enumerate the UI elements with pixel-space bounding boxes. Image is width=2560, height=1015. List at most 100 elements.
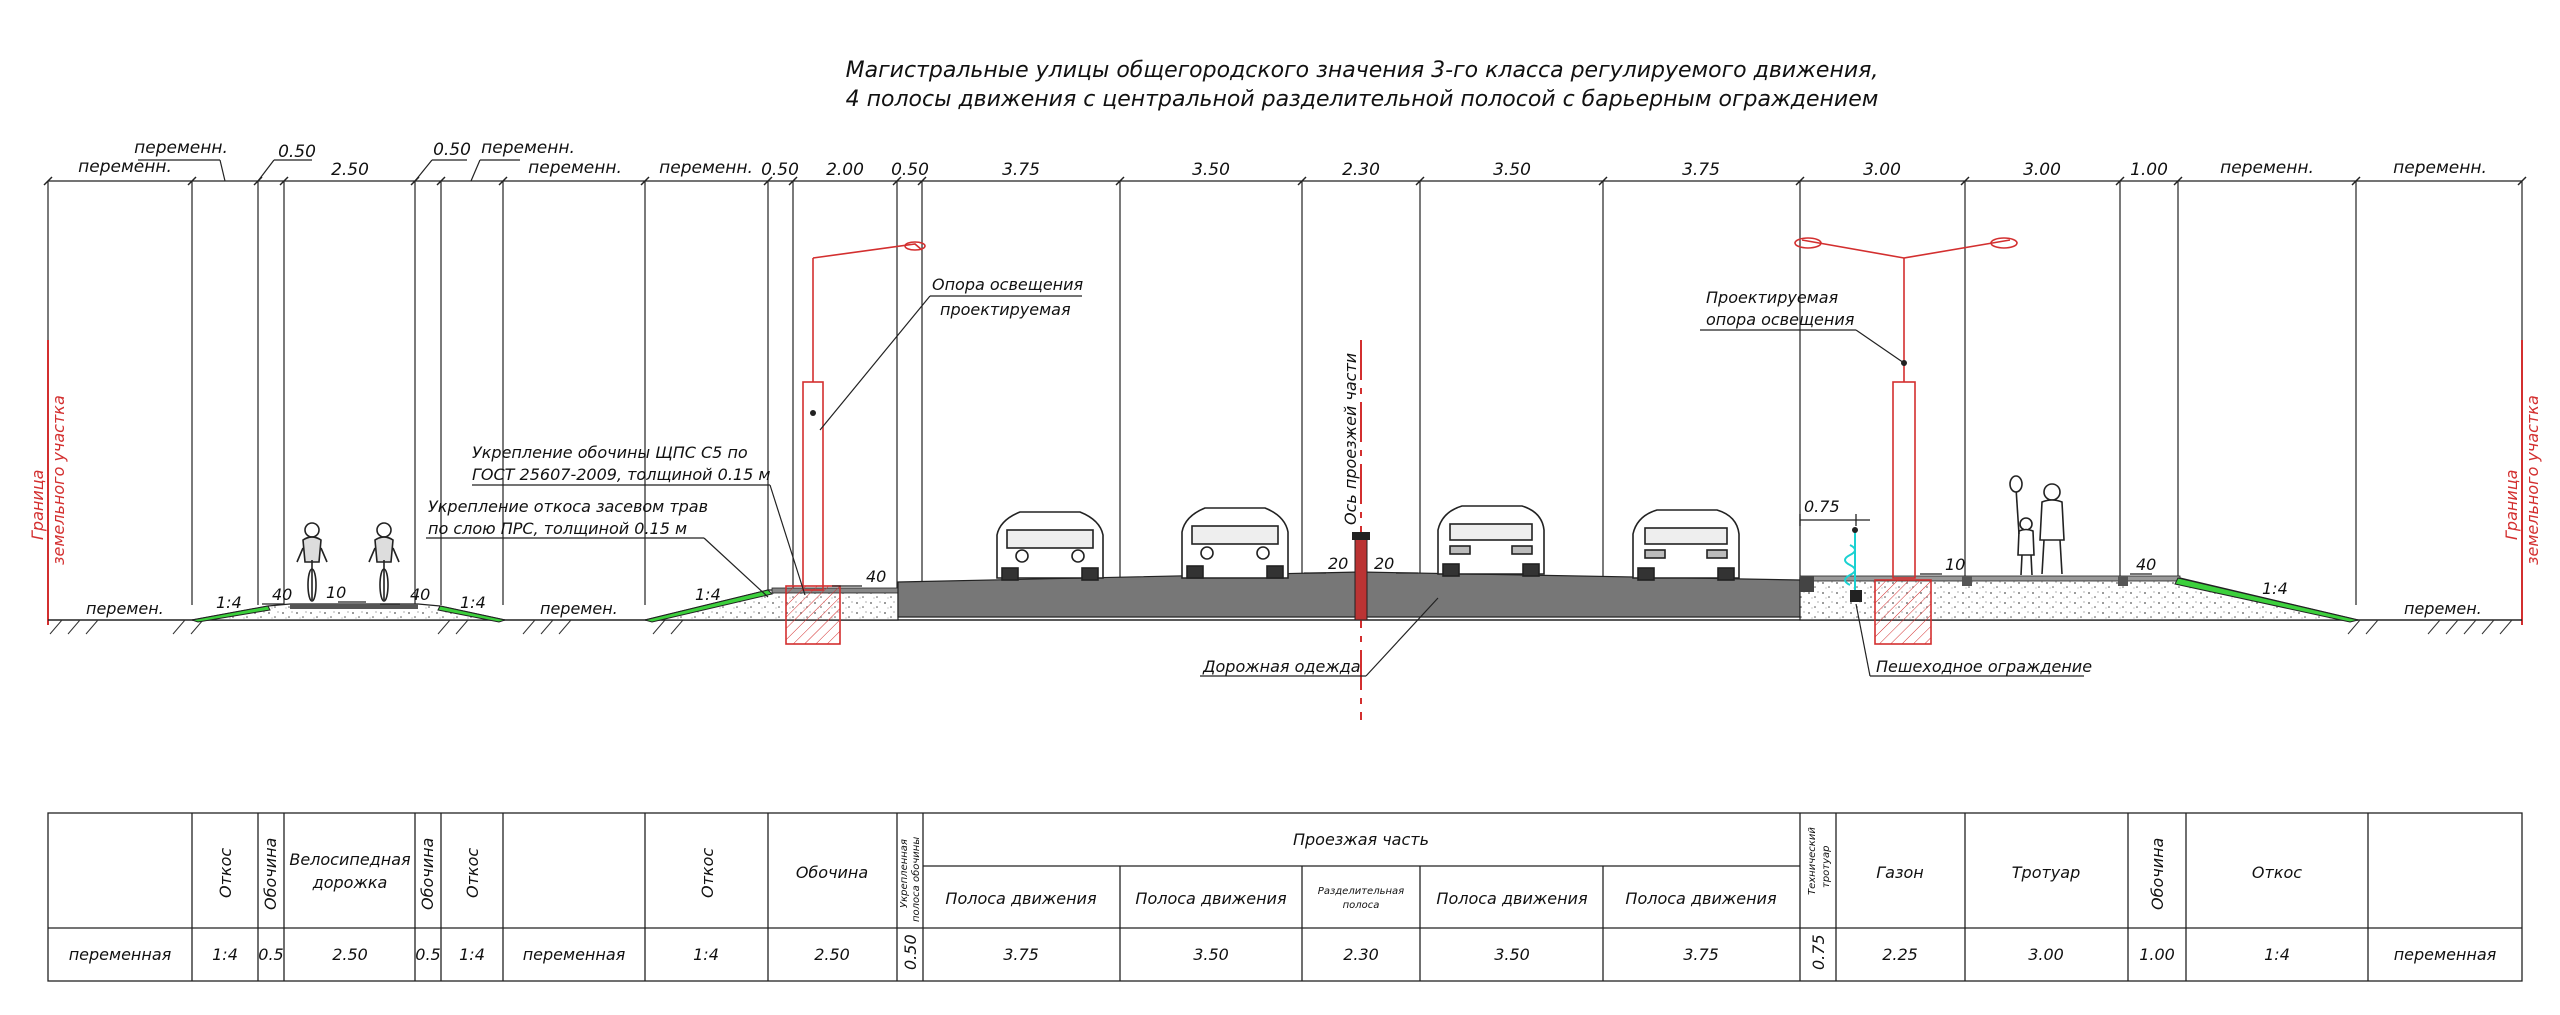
slope-arrows (262, 514, 2152, 605)
tv-2: 0.5 (258, 945, 283, 964)
dim-300-a: 3.00 (1863, 160, 1901, 180)
table-values: переменная 1:4 0.5 2.50 0.5 1:4 переменн… (69, 934, 2497, 970)
tv-3: 2.50 (332, 945, 368, 964)
dim-350-lane-3: 3.50 (1493, 160, 1531, 180)
tv-7: 1:4 (693, 945, 719, 964)
slope-labels: 1:4 1:4 1:4 1:4 40 10 40 40 20 20 10 40 … (86, 497, 2482, 618)
car-icon-2 (1181, 507, 1289, 579)
bike-path-embankment (191, 603, 507, 623)
dimension-labels: переменн. переменн. 0.50 2.50 0.50 перем… (78, 138, 2487, 180)
slope-2: 1:4 (460, 593, 486, 612)
th-otkos-3: Откос (698, 848, 717, 898)
dim-230-divider: 2.30 (1342, 160, 1380, 180)
tv-5: 1:4 (459, 945, 485, 964)
car-icon-4 (1632, 509, 1740, 581)
th-lane-3: Полоса движения (1436, 889, 1588, 908)
dim-250-bike: 2.50 (331, 160, 369, 180)
th-ukrep-2: полоса обочины (910, 837, 922, 922)
dim-350-lane-2: 3.50 (1192, 160, 1230, 180)
car-icon-1 (996, 511, 1104, 581)
th-gazon: Газон (1876, 863, 1923, 882)
right-sidewalk-embankment (1799, 575, 2359, 623)
dim-300-b: 3.00 (2023, 160, 2061, 180)
dim-375-lane-4: 3.75 (1682, 160, 1720, 180)
light-right-label-2: опора освещения (1706, 310, 1855, 329)
axis-label: Ось проезжей части (1341, 353, 1360, 525)
pct-40-d: 40 (2136, 555, 2156, 574)
tv-19: 1:4 (2264, 945, 2290, 964)
tv-9: 0.50 (901, 934, 920, 970)
th-lane-1: Полоса движения (945, 889, 1097, 908)
slope-protection-label-1: Укрепление откоса засевом трав (428, 497, 708, 516)
boundary-right-line-1: Граница (2502, 470, 2521, 540)
th-trotuar: Тротуар (2012, 863, 2080, 882)
pct-40-a: 40 (272, 585, 292, 604)
dim-perem-2: переменн. (528, 158, 622, 178)
pedestrian-icon-adult (2039, 483, 2065, 575)
th-otkos-4: Откос (2252, 863, 2302, 882)
dim-100: 1.00 (2130, 160, 2168, 180)
light-pole-left (785, 241, 926, 645)
tv-13: 3.50 (1494, 945, 1530, 964)
dim-050-b: 0.50 (433, 140, 471, 160)
tv-12: 2.30 (1343, 945, 1379, 964)
tv-8: 2.50 (814, 945, 850, 964)
table-headers: Откос Обочина Велосипедная дорожка Обочи… (216, 827, 2302, 922)
road-axis: Ось проезжей части (1341, 340, 1370, 720)
boundary-left-line-2: земельного участка (49, 395, 68, 565)
th-tech-1: Технический (1807, 827, 1818, 895)
peremen-right: перемен. (2404, 599, 2482, 618)
slope-1: 1:4 (216, 593, 242, 612)
pct-40-b: 40 (410, 585, 430, 604)
shoulder-label-2: ГОСТ 25607-2009, толщиной 0.15 м (472, 465, 770, 484)
cyclist-icon-2 (368, 522, 400, 602)
peremen-left: перемен. (86, 599, 164, 618)
ground-hatching (49, 619, 2513, 635)
light-left-label-1: Опора освещения (932, 275, 1084, 294)
dim-075: 0.75 (1804, 497, 1840, 516)
th-road: Проезжая часть (1293, 830, 1429, 849)
fence-label: Пешеходное ограждение (1876, 657, 2092, 676)
tv-10: 3.75 (1003, 945, 1039, 964)
dim-left-perem-upper: переменн. (134, 138, 228, 158)
pct-20-a: 20 (1328, 554, 1348, 573)
tv-15: 0.75 (1809, 934, 1828, 970)
th-obochina-4: Обочина (2148, 838, 2167, 910)
dim-perem-3: переменн. (659, 158, 753, 178)
pedestrian-fence (1844, 527, 1862, 602)
boundary-left-line-1: Граница (28, 470, 47, 540)
light-pole-right (1794, 237, 2018, 645)
slope-protection-label-2: по слою ПРС, толщиной 0.15 м (428, 519, 687, 538)
th-velo-2: дорожка (312, 873, 388, 892)
dim-left-perem: переменн. (78, 157, 172, 177)
tv-20: переменная (2394, 945, 2497, 964)
th-obochina-3: Обочина (796, 863, 868, 882)
pct-10-a: 10 (326, 583, 346, 602)
boundary-right-line-2: земельного участка (2523, 395, 2542, 565)
land-boundary-right: Граница земельного участка (2502, 340, 2542, 625)
dim-050-d: 0.50 (891, 160, 929, 180)
left-shoulder-embankment (643, 587, 899, 623)
pedestrian-icon-child (2009, 475, 2035, 576)
dim-375-lane-1: 3.75 (1002, 160, 1040, 180)
tv-14: 3.75 (1683, 945, 1719, 964)
th-velo-1: Велосипедная (289, 850, 411, 869)
light-pole-left-marker-icon (810, 410, 816, 416)
pct-40-c: 40 (866, 567, 886, 586)
title-line-2: 4 полосы движения с центральной разделит… (846, 87, 1879, 112)
dim-050-c: 0.50 (761, 160, 799, 180)
th-obochina-2: Обочина (418, 838, 437, 910)
th-divider-2: полоса (1343, 900, 1380, 911)
pct-20-b: 20 (1374, 554, 1394, 573)
cyclist-icon-1 (296, 522, 328, 602)
th-otkos-1: Откос (216, 848, 235, 898)
th-divider-1: Разделительная (1318, 886, 1404, 897)
th-obochina-1: Обочина (261, 838, 280, 910)
light-right-label-1: Проектируемая (1706, 288, 1839, 307)
tv-1: 1:4 (212, 945, 238, 964)
tv-16: 2.25 (1882, 945, 1918, 964)
th-otkos-2: Откос (463, 848, 482, 898)
pct-10-b: 10 (1945, 555, 1965, 574)
parameters-table (47, 812, 2523, 982)
dim-perem-5: переменн. (2393, 158, 2487, 178)
